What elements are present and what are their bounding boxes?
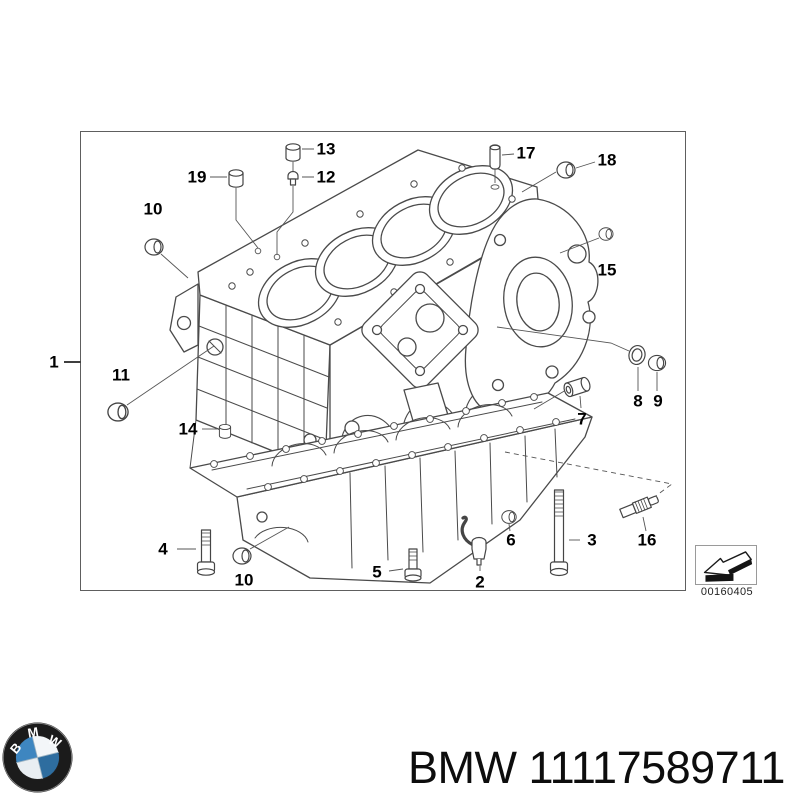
plug-icon-9	[647, 354, 667, 372]
dowel-pin-icon-17	[489, 144, 501, 170]
callout-11: 11	[112, 365, 130, 385]
callout-12: 12	[316, 167, 336, 187]
bolt-icon-4	[196, 529, 216, 576]
plug-icon-11	[107, 402, 129, 422]
engine-block-outline	[169, 149, 599, 584]
callout-6: 6	[506, 530, 516, 550]
bolt-icon-5	[404, 548, 422, 582]
dowel-sleeve-icon-14	[218, 423, 232, 439]
callout-10-bottom: 10	[234, 570, 254, 590]
callout-4: 4	[158, 539, 168, 559]
plug-icon-10-bottom	[232, 547, 252, 565]
part-number-label: BMW 11117589711	[408, 742, 785, 793]
roundel-quadrants	[15, 735, 60, 780]
callout-14: 14	[178, 419, 198, 439]
callout-3: 3	[587, 530, 597, 550]
image-code: 00160405	[700, 586, 754, 598]
callout-1-leader-line	[64, 361, 81, 363]
direction-arrow-icon	[703, 551, 753, 582]
callout-2: 2	[475, 572, 485, 592]
svg-text:M: M	[26, 724, 39, 741]
callout-5: 5	[372, 562, 382, 582]
callout-16: 16	[637, 530, 657, 550]
leader-lines	[126, 148, 674, 572]
splined-stud-icon-16	[619, 495, 659, 519]
long-bolt-icon-3	[549, 489, 569, 577]
callout-15: 15	[597, 260, 617, 280]
part-icons	[107, 143, 667, 582]
callout-10-top: 10	[143, 199, 163, 219]
plug-icon-6	[501, 510, 517, 524]
dowel-sleeve-icon-13	[285, 143, 301, 162]
callout-13: 13	[316, 139, 336, 159]
engine-block-drawing	[107, 143, 674, 584]
callout-9: 9	[653, 391, 663, 411]
bushing-icon-7	[563, 376, 591, 398]
dowel-sleeve-icon-19	[228, 169, 244, 188]
callout-7: 7	[577, 409, 587, 429]
callout-8: 8	[633, 391, 643, 411]
callout-17: 17	[516, 143, 536, 163]
plug-icon-10-top	[144, 238, 164, 256]
plug-icon-15	[598, 227, 614, 241]
reference-arrow-box	[695, 545, 757, 585]
oil-spray-jet-icon-2	[460, 515, 487, 566]
callout-19: 19	[187, 167, 207, 187]
callout-18: 18	[597, 150, 617, 170]
callout-1: 1	[49, 352, 59, 372]
o-ring-icon-8	[628, 344, 646, 366]
vent-screw-icon-12	[287, 170, 299, 186]
bmw-roundel-logo: B M W	[2, 722, 73, 793]
plug-icon-18	[556, 161, 576, 179]
